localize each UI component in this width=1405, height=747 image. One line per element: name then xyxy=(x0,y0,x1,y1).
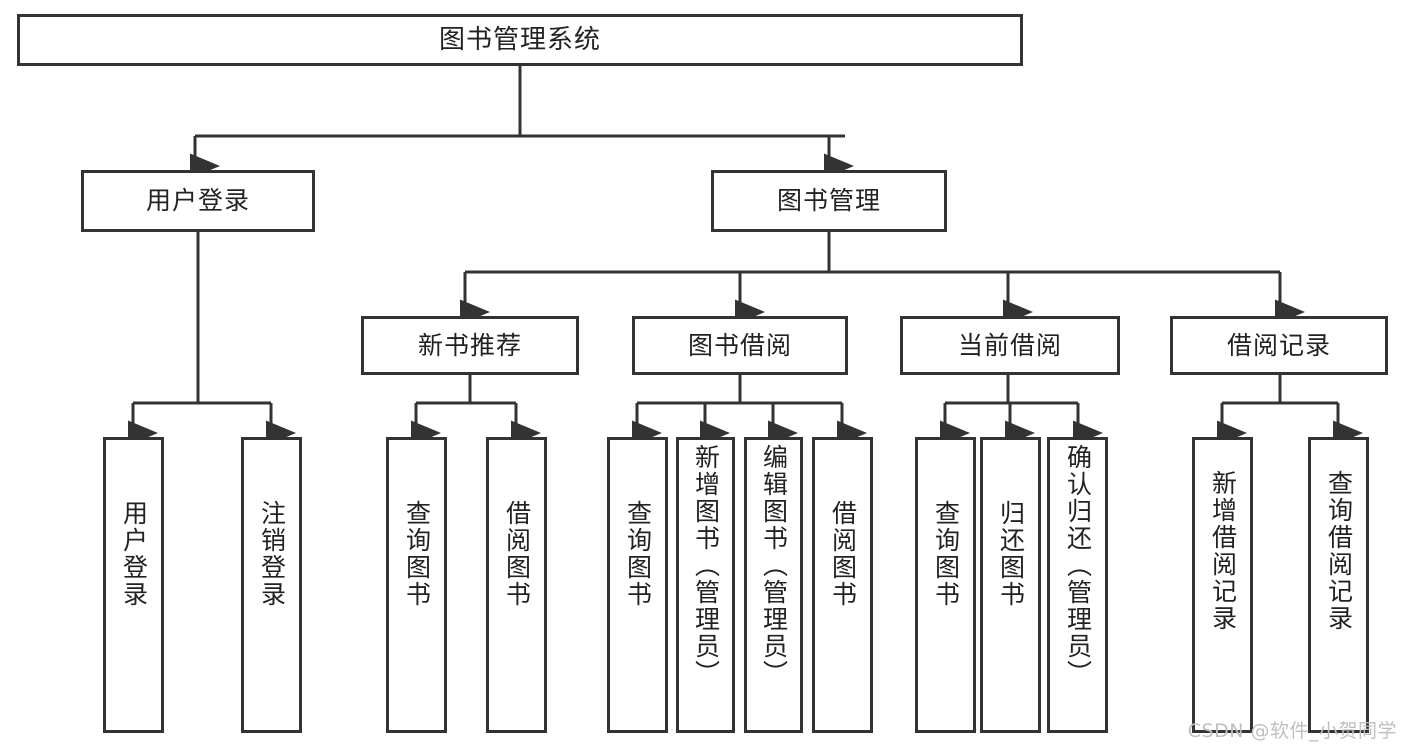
node-leaf-borrow-book-1[interactable]: 借阅图书 xyxy=(486,437,547,733)
node-leaf-user-login-label: 用户登录 xyxy=(119,500,149,608)
node-leaf-edit-book-label: 编辑图书（管理员） xyxy=(759,444,789,687)
node-leaf-query-book-2[interactable]: 查询图书 xyxy=(607,437,668,733)
node-leaf-logout-login[interactable]: 注销登录 xyxy=(241,437,302,733)
node-leaf-add-book[interactable]: 新增图书（管理员） xyxy=(676,437,735,733)
node-root-system[interactable]: 图书管理系统 xyxy=(17,14,1023,66)
node-leaf-borrow-book-2-label: 借阅图书 xyxy=(828,500,858,608)
node-leaf-query-book-1-label: 查询图书 xyxy=(402,500,432,608)
node-leaf-confirm-return-label: 确认归还（管理员） xyxy=(1063,444,1093,687)
node-leaf-add-book-label: 新增图书（管理员） xyxy=(691,444,721,687)
node-new-book-recommend-label: 新书推荐 xyxy=(417,330,522,360)
node-leaf-return-book-label: 归还图书 xyxy=(996,500,1026,608)
node-leaf-query-record[interactable]: 查询借阅记录 xyxy=(1308,437,1369,733)
node-new-book-recommend[interactable]: 新书推荐 xyxy=(361,316,579,375)
node-current-borrow[interactable]: 当前借阅 xyxy=(900,316,1120,375)
node-leaf-logout-login-label: 注销登录 xyxy=(257,500,287,608)
node-user-login-label: 用户登录 xyxy=(145,186,250,216)
node-leaf-query-book-3-label: 查询图书 xyxy=(931,500,961,608)
node-root-label: 图书管理系统 xyxy=(438,24,601,55)
csdn-watermark: CSDN @软件_小贺同学 xyxy=(1187,720,1397,742)
node-book-borrow[interactable]: 图书借阅 xyxy=(632,316,848,375)
node-leaf-add-record[interactable]: 新增借阅记录 xyxy=(1192,437,1253,733)
node-borrow-record[interactable]: 借阅记录 xyxy=(1170,316,1388,375)
node-leaf-user-login[interactable]: 用户登录 xyxy=(103,437,164,733)
node-leaf-edit-book[interactable]: 编辑图书（管理员） xyxy=(744,437,803,733)
node-leaf-query-book-3[interactable]: 查询图书 xyxy=(915,437,976,733)
node-leaf-query-book-1[interactable]: 查询图书 xyxy=(386,437,447,733)
node-leaf-borrow-book-1-label: 借阅图书 xyxy=(502,500,532,608)
node-leaf-return-book[interactable]: 归还图书 xyxy=(980,437,1041,733)
node-leaf-query-record-label: 查询借阅记录 xyxy=(1324,470,1354,632)
node-leaf-borrow-book-2[interactable]: 借阅图书 xyxy=(812,437,873,733)
node-book-borrow-label: 图书借阅 xyxy=(687,330,792,360)
node-book-manage[interactable]: 图书管理 xyxy=(711,170,947,232)
node-user-login[interactable]: 用户登录 xyxy=(81,170,315,232)
node-leaf-query-book-2-label: 查询图书 xyxy=(623,500,653,608)
node-book-manage-label: 图书管理 xyxy=(776,186,881,216)
node-borrow-record-label: 借阅记录 xyxy=(1226,330,1331,360)
node-current-borrow-label: 当前借阅 xyxy=(957,330,1062,360)
node-leaf-confirm-return[interactable]: 确认归还（管理员） xyxy=(1047,437,1108,733)
node-leaf-add-record-label: 新增借阅记录 xyxy=(1208,470,1238,632)
